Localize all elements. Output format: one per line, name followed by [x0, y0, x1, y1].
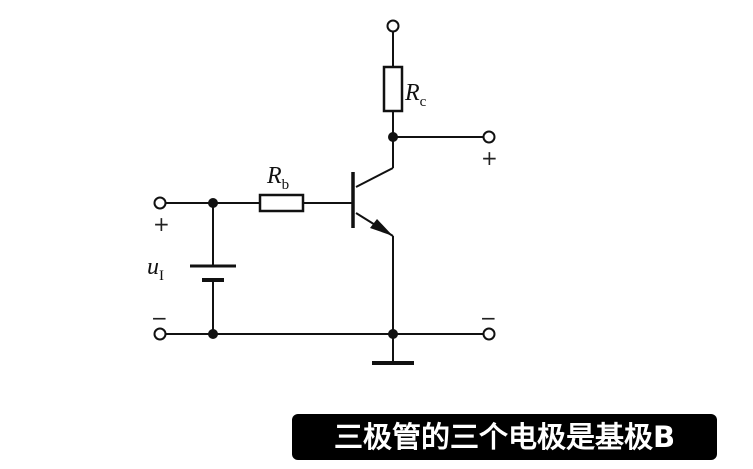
- ui-label: uI: [147, 254, 164, 284]
- input-minus-terminal: [153, 327, 167, 341]
- output-minus-terminal: [482, 327, 496, 341]
- input-minus-sign: −: [151, 306, 168, 330]
- subtitle-caption: 三极管的三个电极是基极B: [292, 414, 717, 460]
- emitter-arrow: [370, 219, 393, 236]
- input-plus-sign: +: [153, 212, 170, 236]
- junction-dot-collector: [388, 132, 398, 142]
- output-plus-terminal: [482, 130, 496, 144]
- rc-resistor: [382, 65, 404, 113]
- collector-top-terminal: [386, 19, 400, 33]
- output-minus-sign: −: [480, 306, 497, 330]
- rb-resistor: [258, 193, 305, 213]
- junction-dot-input-top: [208, 198, 218, 208]
- rb-label: Rb: [266, 163, 289, 193]
- junction-dot-ground: [388, 329, 398, 339]
- input-plus-terminal: [153, 196, 167, 210]
- rc-label: Rc: [404, 80, 427, 110]
- output-plus-sign: +: [481, 146, 498, 170]
- junction-dot-input-bottom: [208, 329, 218, 339]
